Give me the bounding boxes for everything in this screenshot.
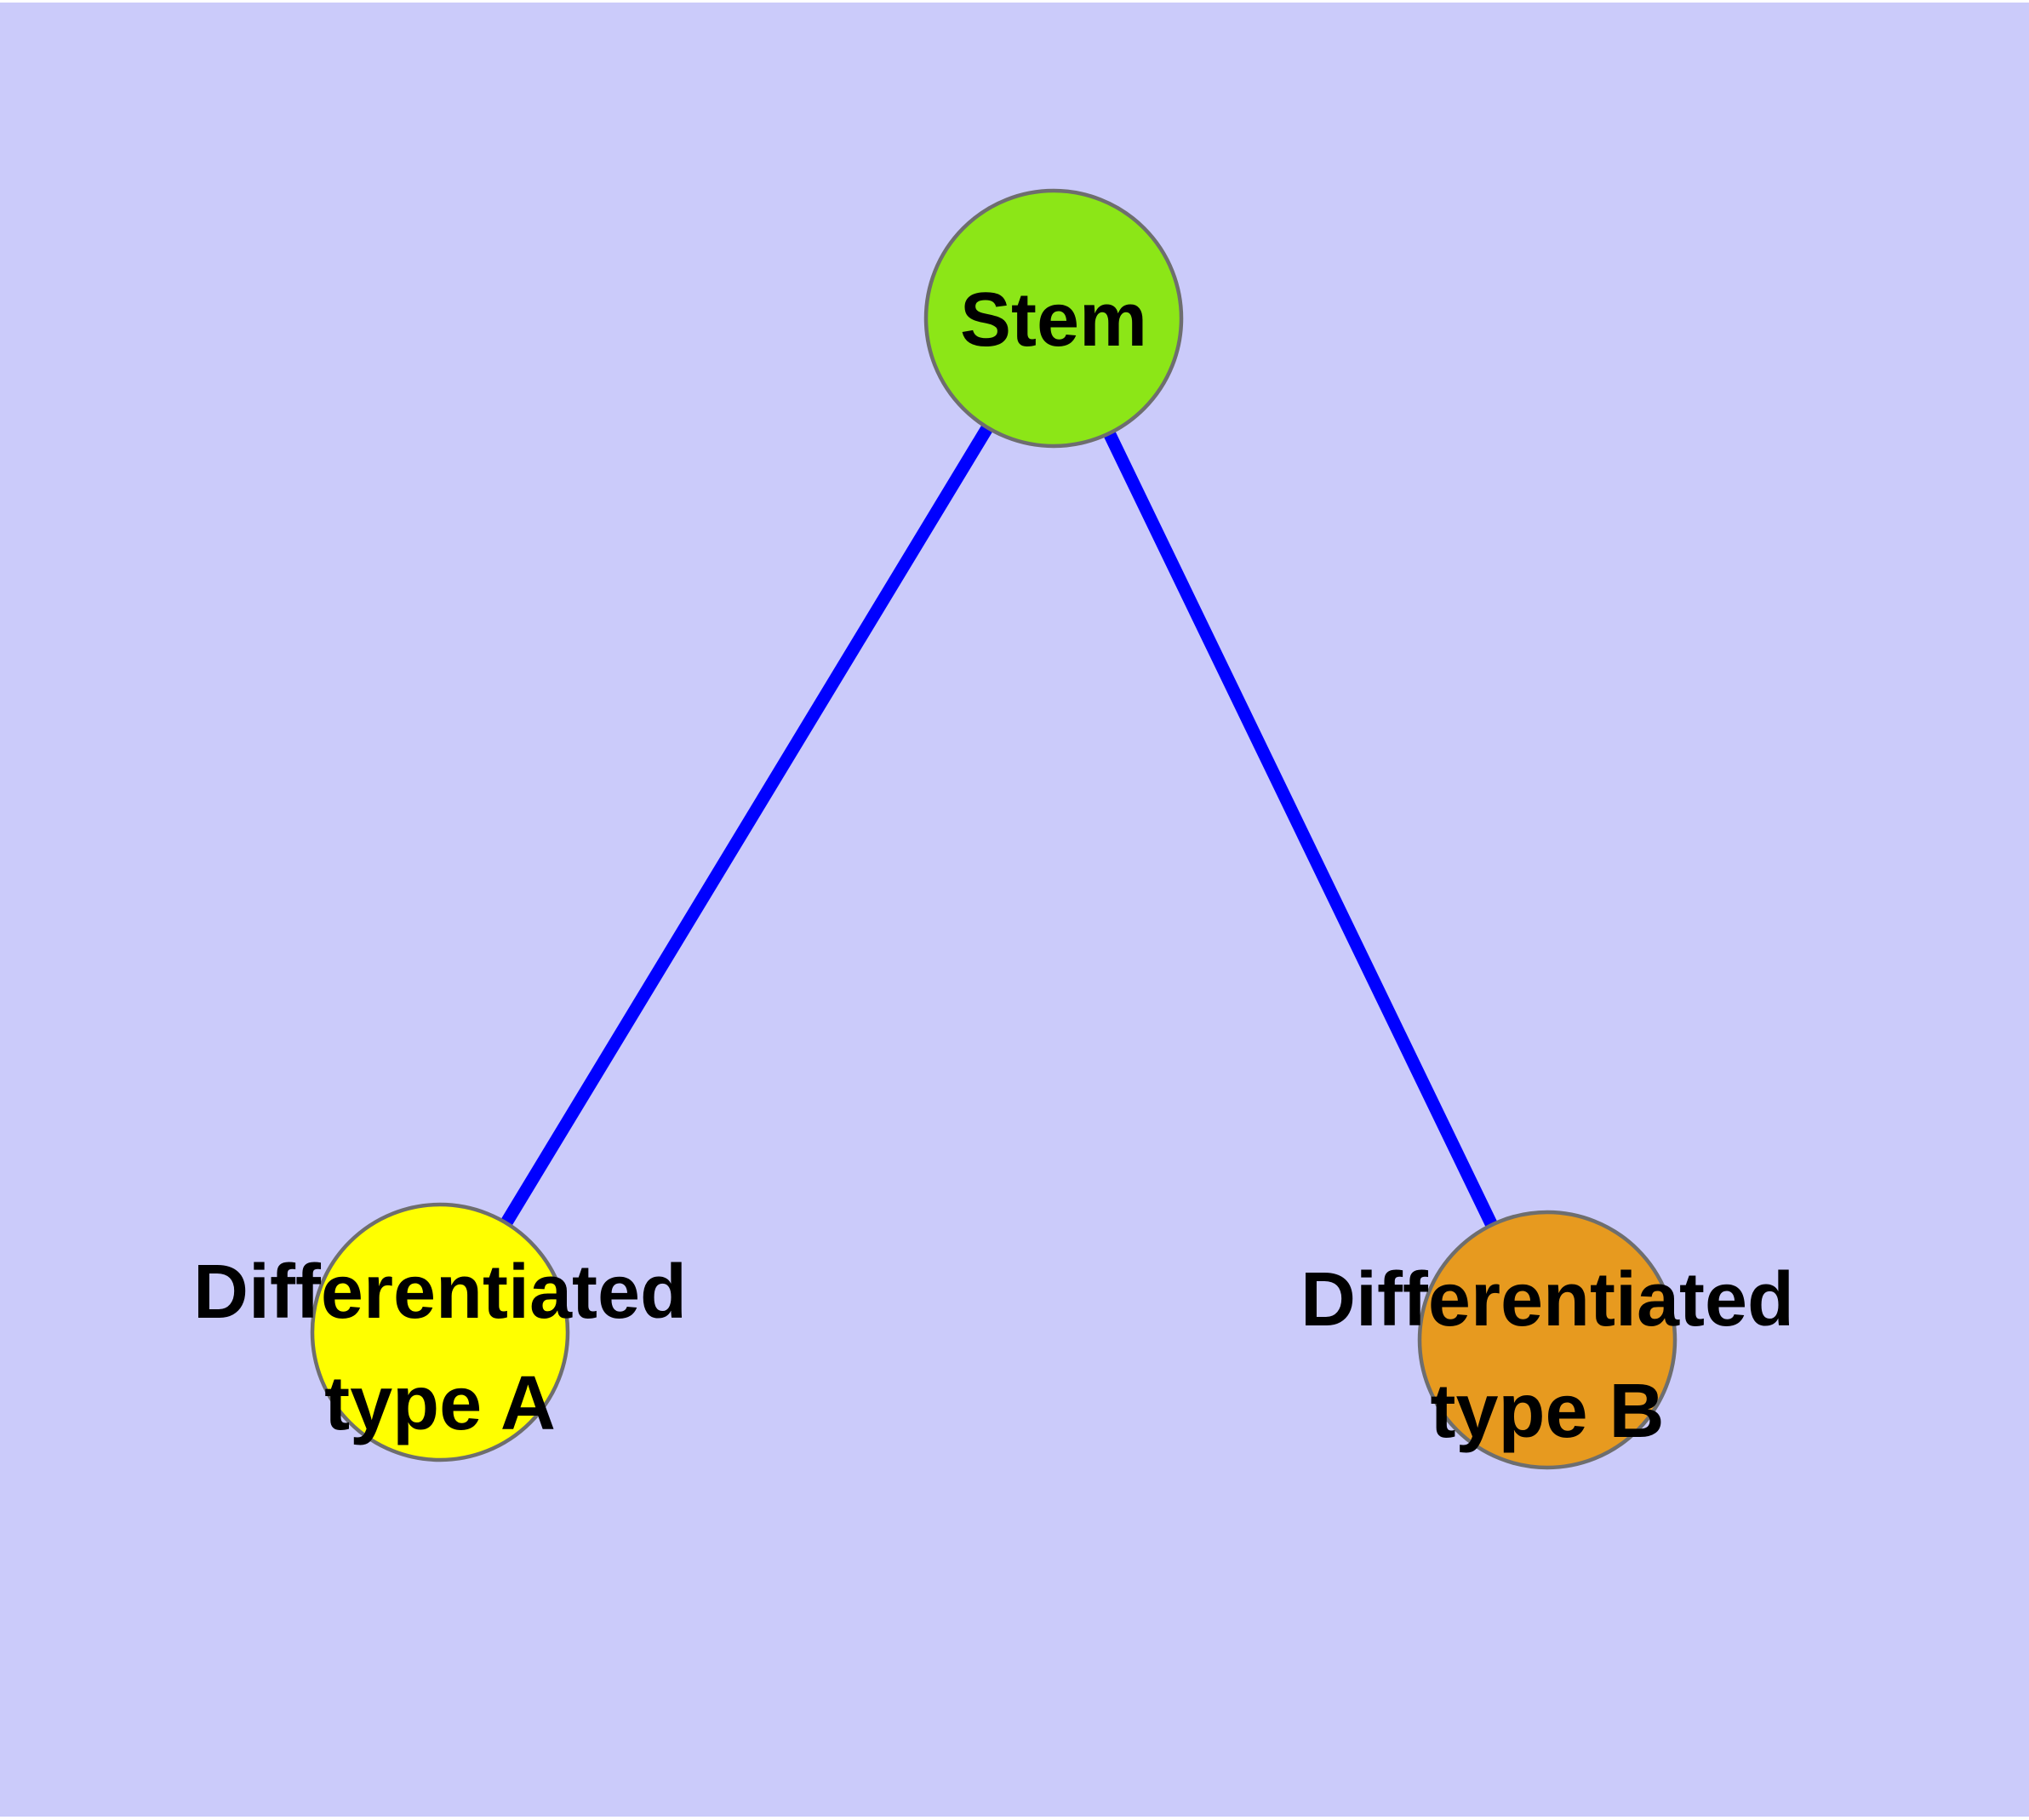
node-label-stem: Stem: [960, 278, 1147, 363]
node-label-line: Differentiated: [1300, 1257, 1794, 1342]
node-diff_a: [310, 1202, 570, 1462]
node-label-diff_a: Differentiated type A: [193, 1250, 687, 1446]
node-label-line: type B: [1430, 1369, 1664, 1454]
node-label-line: Stem: [960, 278, 1147, 363]
node-label-diff_b: Differentiated type B: [1300, 1257, 1794, 1454]
node-label-line: Differentiated: [193, 1250, 687, 1335]
node-label-line: type A: [324, 1361, 556, 1446]
node-stem: [923, 188, 1184, 449]
node-diff_b: [1417, 1210, 1677, 1470]
edge-stem-to-diff_b: [1048, 315, 1553, 1343]
edge-stem-to-diff_a: [434, 315, 1060, 1336]
